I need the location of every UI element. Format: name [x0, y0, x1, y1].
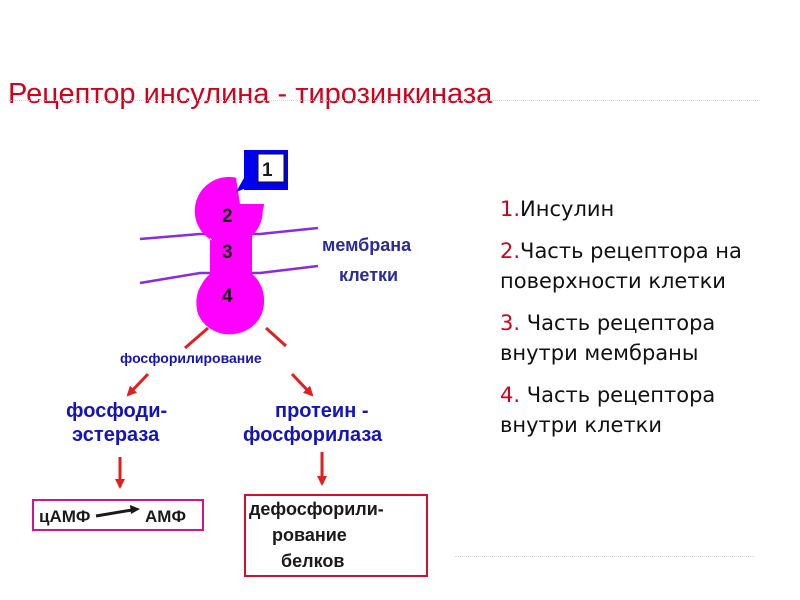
- legend-num: 2.: [500, 239, 521, 263]
- legend-num: 3.: [500, 311, 521, 335]
- phosphorylation-label: фосфорилирование: [120, 350, 262, 366]
- label-3: 3: [222, 242, 233, 263]
- legend-num: 4.: [500, 383, 521, 407]
- receptor-upper-lobe: [196, 177, 264, 335]
- phosphorylase-line1: протеин -: [275, 400, 369, 422]
- membrane-label-line1: мембрана: [322, 235, 412, 255]
- arrow-to-phosphorylase: [290, 372, 314, 397]
- insulin-marker: 1: [236, 150, 288, 192]
- camp-label: цАМФ: [39, 507, 90, 526]
- camp-to-amp-arrowhead: [130, 505, 140, 514]
- legend-text: Часть рецептора внутри клетки: [500, 383, 716, 437]
- bottom-divider: [455, 556, 755, 557]
- legend-item: 3. Часть рецептора внутри мембраны: [500, 308, 795, 368]
- title-divider: [8, 100, 760, 101]
- phosphodiesterase-line1: фосфоди-: [66, 400, 167, 422]
- dephos-box: [244, 494, 428, 577]
- legend-text: Инсулин: [520, 197, 615, 221]
- legend: 1.Инсулин 2.Часть рецептора на поверхнос…: [500, 194, 795, 452]
- camp-box: [32, 499, 204, 531]
- legend-num: 1.: [500, 197, 521, 221]
- camp-to-amp-arrow: [95, 508, 133, 518]
- dephos-line1: дефосфорили-: [249, 499, 384, 519]
- phosphodiesterase-line2: эстераза: [72, 424, 160, 446]
- dephos-line3: белков: [281, 551, 344, 571]
- arrow-to-phosphodiesterase: [126, 372, 150, 397]
- legend-item: 2.Часть рецептора на поверхности клетки: [500, 236, 795, 296]
- page-title: Рецептор инсулина - тирозинкиназа: [8, 78, 493, 110]
- legend-item: 1.Инсулин: [500, 194, 795, 224]
- arrow-right-down: [264, 326, 288, 348]
- arrow-left-down: [184, 326, 209, 350]
- legend-item: 4. Часть рецептора внутри клетки: [500, 380, 795, 440]
- label-4: 4: [222, 286, 233, 307]
- dephos-line2: рование: [272, 525, 347, 545]
- legend-text: Часть рецептора на поверхности клетки: [500, 239, 742, 293]
- legend-text: Часть рецептора внутри мембраны: [500, 311, 716, 365]
- label-1: 1: [262, 160, 273, 181]
- amp-label: АМФ: [145, 507, 186, 526]
- membrane-label-line2: клетки: [339, 265, 398, 285]
- phosphorylase-line2: фосфорилаза: [243, 424, 383, 446]
- label-2: 2: [222, 206, 233, 227]
